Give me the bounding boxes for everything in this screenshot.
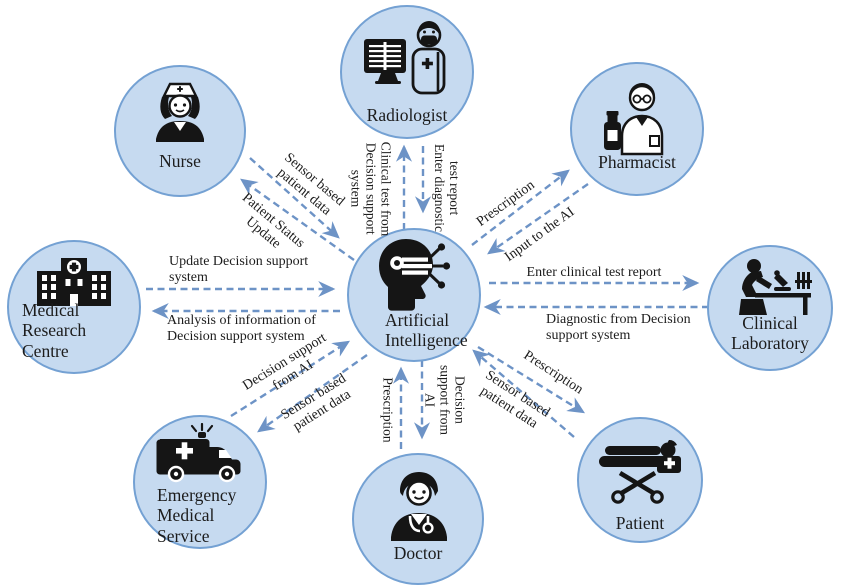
edge-label-ai-to-clinical-laboratory: Enter clinical test report [526,265,662,281]
node-clinical-laboratory: Clinical Laboratory [707,245,833,371]
edge-label-medical-research-centre-to-ai: Update Decision support system [169,254,309,285]
arrow-nurse-to-ai [249,157,340,239]
node-label-clinical-laboratory: Clinical Laboratory [731,313,809,354]
node-label-medical-research-centre: Medical Research Centre [22,300,87,361]
arrow-patient-to-ai [472,349,575,438]
node-label-doctor: Doctor [393,543,443,563]
node-patient: Patient [577,417,703,543]
radiologist-icon [364,21,446,95]
arrow-ai-to-ems [257,354,368,433]
node-label-artificial-intelligence: Artificial Intelligence [385,310,468,351]
node-medical-research-centre: Medical Research Centre [7,240,141,374]
edge-label-clinical-laboratory-to-ai: Diagnostic from Decision support system [546,312,691,343]
ai-head-circuit-icon [379,239,451,311]
ambulance-icon [156,423,241,483]
node-doctor: Doctor [352,453,484,585]
arrow-pharmacist-to-ai [487,183,589,255]
edge-label-ai-to-radiologist: Clinical test from Decision support syst… [348,141,394,237]
node-label-radiologist: Radiologist [366,105,448,125]
node-nurse: Nurse [114,65,246,197]
node-label-emergency-medical-service: Emergency Medical Service [157,485,237,546]
node-label-patient: Patient [615,513,665,533]
hospital-building-icon [37,258,111,306]
node-radiologist: Radiologist [340,5,474,139]
edge-label-ai-to-doctor: Decision support from AI [422,364,468,436]
nurse-icon [156,82,204,142]
doctor-icon [391,472,447,541]
node-emergency-medical-service: Emergency Medical Service [133,415,267,549]
node-pharmacist: Pharmacist [570,62,704,196]
arrow-ai-to-patient [477,345,586,414]
lab-scientist-icon [739,259,812,315]
edge-label-doctor-to-ai: Prescription [380,377,396,443]
edge-label-ai-to-medical-research-centre: Analysis of information of Decision supp… [167,313,316,344]
edge-label-radiologist-to-ai: Enter diagnostic test report [432,143,463,233]
pharmacist-icon [604,83,664,156]
stretcher-icon [599,439,681,504]
node-artificial-intelligence: Artificial Intelligence [347,228,481,362]
node-label-pharmacist: Pharmacist [598,152,676,172]
arrow-ai-to-pharmacist [471,169,570,246]
node-label-nurse: Nurse [159,151,201,171]
arrow-ems-to-ai [230,340,351,418]
